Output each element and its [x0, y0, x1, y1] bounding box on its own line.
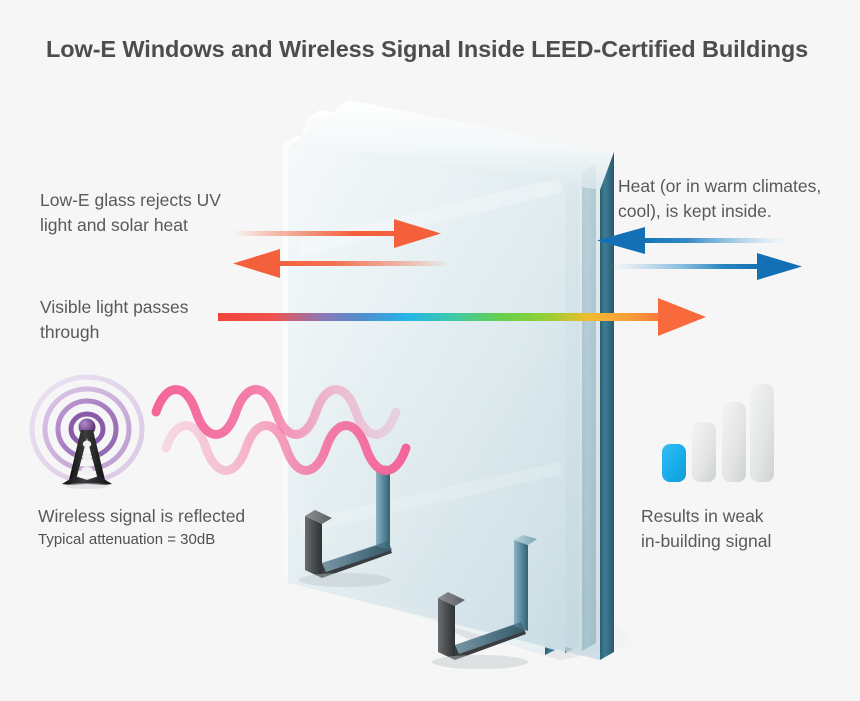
- annotation-visible-light: Visible light passes through: [40, 297, 189, 342]
- incoming-wave: [151, 385, 401, 439]
- heat-kept-inside-arrow-left: [597, 227, 786, 254]
- signal-bar-4: [750, 384, 774, 482]
- annotation-uv-rejection: Low-E glass rejects UV light and solar h…: [40, 190, 221, 235]
- signal-bar-2: [692, 422, 716, 482]
- reflected-wave: [161, 421, 411, 475]
- signal-strength-bars-icon: [662, 384, 774, 482]
- annotation-wireless-attenuation: Typical attenuation = 30dB: [38, 531, 216, 548]
- signal-bar-3: [722, 402, 746, 482]
- annotation-weak-signal-result: Results in weak in-building signal: [641, 506, 772, 551]
- annotation-wireless-reflected: Wireless signal is reflected: [38, 506, 246, 526]
- uv-rejected-arrow-right: [232, 219, 441, 248]
- uv-rejected-arrow-left: [233, 249, 450, 278]
- page-title: Low-E Windows and Wireless Signal Inside…: [46, 36, 809, 62]
- annotation-heat-retention: Heat (or in warm climates, cool), is kep…: [618, 176, 822, 221]
- radio-tower-icon: [29, 374, 145, 489]
- heat-reflected-arrow-right: [608, 253, 802, 280]
- visible-light-spectrum-arrow: [218, 298, 706, 336]
- signal-bar-1: [662, 444, 686, 482]
